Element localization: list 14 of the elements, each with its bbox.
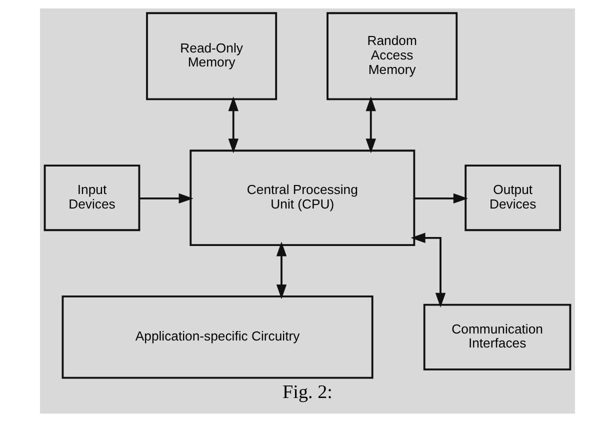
node-box: Central Processing Unit (CPU) — [189, 150, 415, 246]
node-box: Input Devices — [43, 164, 140, 232]
arrow — [139, 193, 193, 204]
node-box: Communication Interfaces — [422, 304, 571, 370]
arrow — [228, 96, 238, 154]
node-box: Read-Only Memory — [146, 12, 277, 100]
arrow — [410, 232, 446, 308]
arrow — [365, 96, 376, 154]
node-box: Output Devices — [464, 164, 561, 232]
node-box: Random Access Memory — [326, 12, 458, 100]
arrow — [414, 193, 468, 204]
arrow — [276, 242, 286, 300]
node-box: Application-specific Circuitry — [61, 296, 373, 379]
caption: Fig. 2: — [282, 382, 332, 403]
